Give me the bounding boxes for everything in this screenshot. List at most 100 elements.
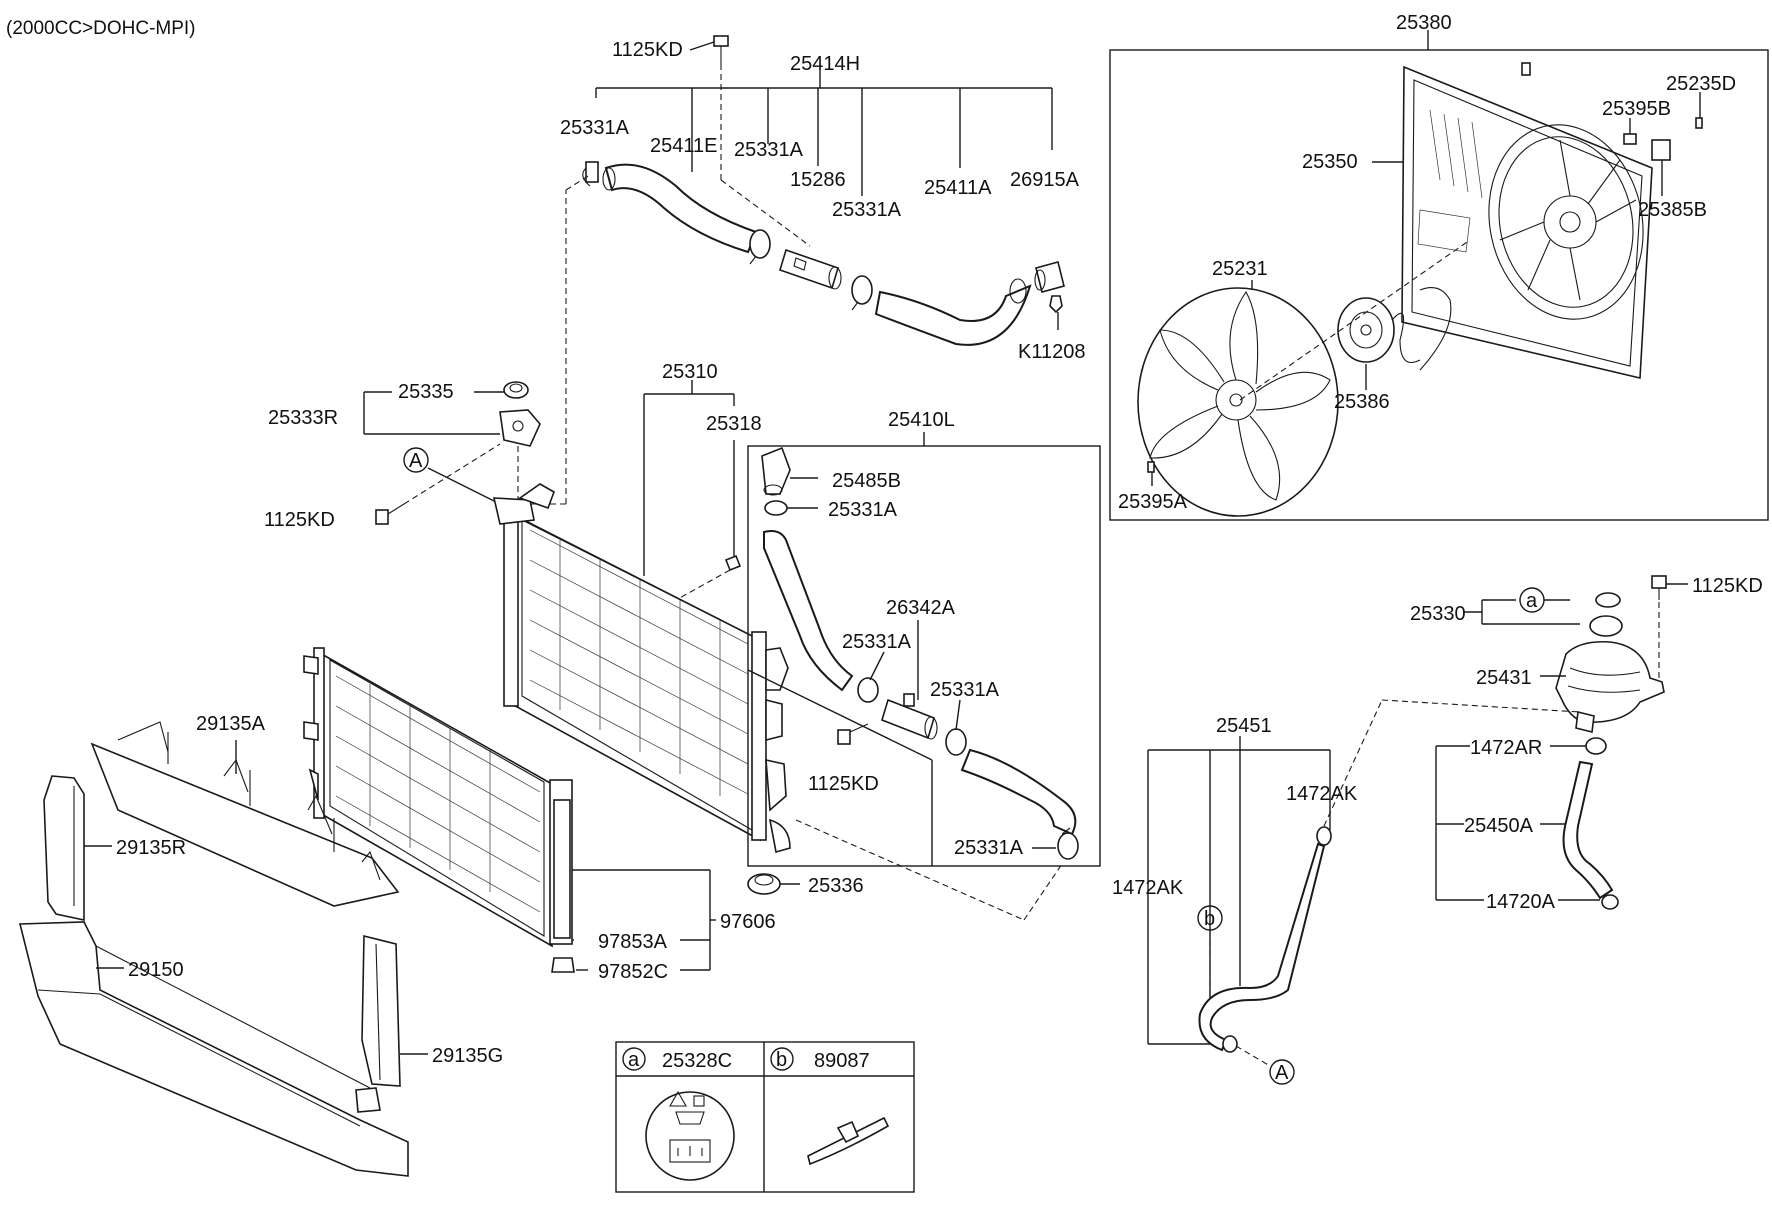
callout-25331A-5[interactable]: 25331A — [842, 631, 912, 653]
callout-25410L[interactable]: 25410L — [888, 409, 955, 431]
overflow-hose-group: 25451 b A 1472AK 1472AK — [1112, 699, 1619, 1085]
clamp-14720A[interactable] — [1601, 894, 1619, 910]
callout-25451[interactable]: 25451 — [1216, 715, 1272, 737]
cap-97852C[interactable] — [551, 957, 575, 973]
callout-25331A-3[interactable]: 25331A — [832, 199, 902, 221]
callout-25336[interactable]: 25336 — [808, 875, 864, 897]
callout-25411E[interactable]: 25411E — [650, 135, 717, 157]
radiator-group: 25310 25318 — [492, 361, 791, 854]
callout-K11208[interactable]: K11208 — [1018, 341, 1085, 363]
callout-1472AR[interactable]: 1472AR — [1470, 737, 1542, 759]
marker-a-reservoir-label: a — [1526, 590, 1538, 612]
radiator-core[interactable] — [492, 483, 791, 854]
callout-25395A[interactable]: 25395A — [1118, 491, 1188, 513]
callout-25386[interactable]: 25386 — [1334, 391, 1390, 413]
callout-29135R[interactable]: 29135R — [116, 837, 186, 859]
cap-25335[interactable] — [503, 381, 529, 399]
callout-25431[interactable]: 25431 — [1476, 667, 1532, 689]
fan-blade[interactable] — [1137, 287, 1339, 517]
callout-25414H[interactable]: 25414H — [790, 53, 860, 75]
callout-29150[interactable]: 29150 — [128, 959, 184, 981]
callout-15286[interactable]: 15286 — [790, 169, 846, 191]
callout-29135A[interactable]: 29135A — [196, 713, 266, 735]
callout-25485B[interactable]: 25485B — [832, 470, 901, 492]
bolt-1125KD-right[interactable] — [1651, 575, 1667, 600]
callout-97606[interactable]: 97606 — [720, 911, 776, 933]
callout-14720A[interactable]: 14720A — [1486, 891, 1556, 913]
callout-1125KD-top[interactable]: 1125KD — [612, 39, 683, 61]
bolt-1125KD-top[interactable] — [713, 35, 729, 64]
elbow-25485B[interactable] — [761, 446, 791, 496]
air-guard-29135G[interactable] — [355, 934, 401, 1113]
callout-25331A-4[interactable]: 25331A — [828, 499, 898, 521]
bracket-group: 25335 25333R A 1125KD — [264, 175, 589, 531]
callout-25385B[interactable]: 25385B — [1638, 199, 1707, 221]
callout-25330[interactable]: 25330 — [1410, 603, 1466, 625]
marker-b-hose-label: b — [1204, 908, 1215, 930]
callout-1125KD-mid[interactable]: 1125KD — [808, 773, 879, 795]
reservoir-cap-25330[interactable] — [1589, 615, 1623, 637]
bolt-1125KD-mid[interactable] — [837, 723, 869, 745]
clamp-25331A-lower-1[interactable] — [764, 500, 788, 516]
reservoir-group: 1125KD a 25330 25431 — [1410, 575, 1763, 733]
upper-hose-group: 25414H 1125KD — [560, 35, 1085, 363]
clamp-25331A-upper-1[interactable] — [582, 161, 599, 187]
callout-1125KD-right[interactable]: 1125KD — [1692, 575, 1763, 597]
legend-a-part[interactable]: 25328C — [662, 1050, 732, 1072]
clamp-1472AR[interactable] — [1585, 737, 1607, 755]
callout-25411A[interactable]: 25411A — [924, 177, 992, 199]
callout-25310[interactable]: 25310 — [662, 361, 718, 383]
caution-label-25328C-icon — [645, 1090, 735, 1181]
callout-25350[interactable]: 25350 — [1302, 151, 1358, 173]
clamp-1472AK-lower[interactable] — [1222, 1035, 1238, 1053]
callout-26915A[interactable]: 26915A — [1010, 169, 1080, 191]
callout-25318[interactable]: 25318 — [706, 413, 762, 435]
clamp-25331A-upper-3[interactable] — [851, 275, 873, 311]
clamp-25331A-lower-4[interactable] — [1057, 827, 1079, 860]
pipe-26342A[interactable] — [881, 693, 938, 740]
air-guard-29135A[interactable] — [90, 721, 400, 907]
air-guard-29150[interactable] — [18, 921, 409, 1177]
callout-25331A-6[interactable]: 25331A — [930, 679, 1000, 701]
air-guard-29135R[interactable] — [43, 775, 85, 921]
callout-1125KD-left[interactable]: 1125KD — [264, 509, 335, 531]
hose-25411E[interactable] — [602, 163, 758, 254]
legend-b-letter: b — [776, 1049, 787, 1071]
drain-plug-25318[interactable] — [724, 554, 742, 572]
callout-25235D[interactable]: 25235D — [1666, 73, 1736, 95]
callout-25380[interactable]: 25380 — [1396, 12, 1452, 34]
clip-K11208[interactable] — [1049, 295, 1063, 314]
callout-25333R[interactable]: 25333R — [268, 407, 338, 429]
lower-hose-group: 25410L — [747, 409, 1101, 921]
bolt-1125KD-left[interactable] — [375, 503, 405, 525]
clamp-25331A-upper-2[interactable] — [749, 229, 771, 265]
clamp-25331A-lower-3[interactable] — [945, 728, 967, 756]
callout-25335[interactable]: 25335 — [398, 381, 454, 403]
legend-b-part[interactable]: 89087 — [814, 1050, 870, 1072]
plug-25336[interactable] — [747, 873, 781, 895]
callout-97852C[interactable]: 97852C — [598, 961, 668, 983]
reservoir-25431[interactable] — [1555, 640, 1665, 733]
hose-25451[interactable] — [1198, 842, 1326, 1052]
callout-25231[interactable]: 25231 — [1212, 258, 1268, 280]
callout-1472AK-2[interactable]: 1472AK — [1112, 877, 1184, 899]
callout-25331A-7[interactable]: 25331A — [954, 837, 1024, 859]
callout-26342A[interactable]: 26342A — [886, 597, 956, 619]
callout-29135G[interactable]: 29135G — [432, 1045, 503, 1067]
callout-25331A-1[interactable]: 25331A — [560, 117, 630, 139]
callout-25331A-2[interactable]: 25331A — [734, 139, 804, 161]
callout-25395B[interactable]: 25395B — [1602, 98, 1671, 120]
hose-25411A[interactable] — [874, 278, 1032, 346]
callout-97853A[interactable]: 97853A — [598, 931, 668, 953]
clamp-25331A-lower-2[interactable] — [857, 677, 879, 703]
pipe-15286[interactable] — [779, 248, 842, 290]
hose-25450A[interactable] — [1562, 760, 1614, 900]
fitting-26915A[interactable] — [1034, 261, 1065, 293]
callout-25450A[interactable]: 25450A — [1464, 815, 1534, 837]
clamp-1472AK-upper[interactable] — [1316, 826, 1332, 846]
bracket-25333R[interactable] — [499, 409, 541, 447]
receiver-drier-97853A[interactable] — [553, 799, 571, 939]
fan-shroud[interactable] — [1401, 65, 1661, 379]
callout-1472AK-1[interactable]: 1472AK — [1286, 783, 1358, 805]
